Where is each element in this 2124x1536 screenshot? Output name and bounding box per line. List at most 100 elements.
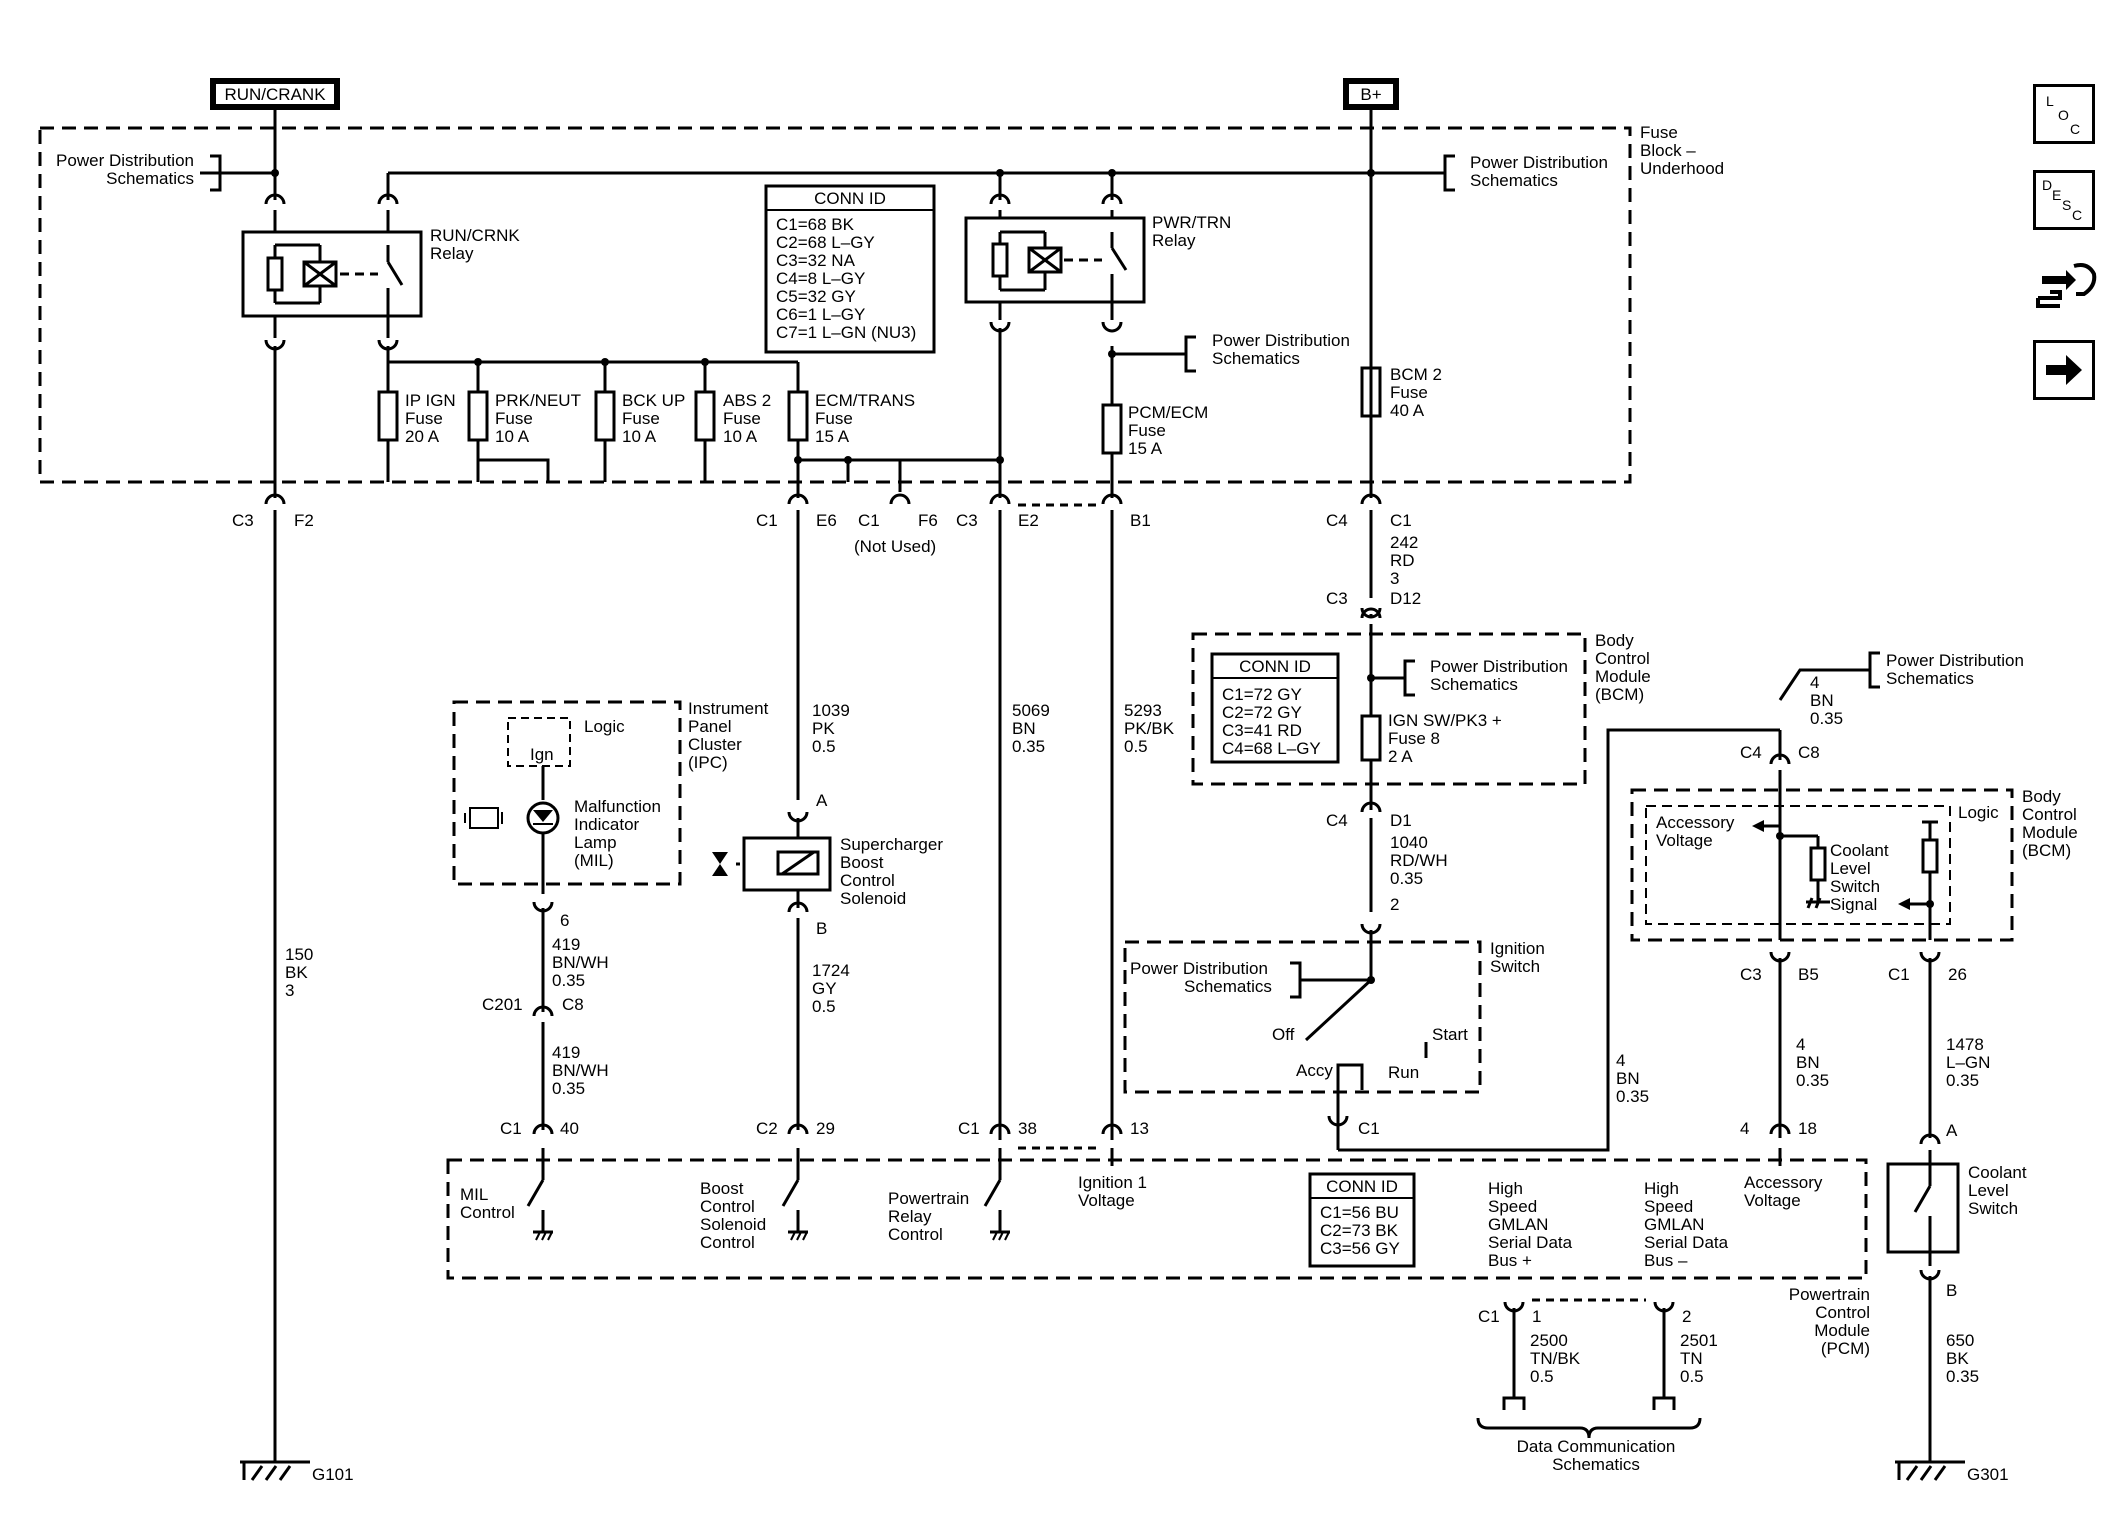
wire-2500: 2500 TN/BK 0.5 <box>1530 1331 1581 1386</box>
svg-text:150: 150 <box>285 945 313 964</box>
svg-text:C1=72 GY: C1=72 GY <box>1222 685 1302 704</box>
svg-text:419: 419 <box>552 935 580 954</box>
svg-text:0.35: 0.35 <box>1810 709 1843 728</box>
pcm-relay-control: Powertrain Relay Control <box>888 1189 969 1244</box>
ground-g301-label: G301 <box>1967 1465 2009 1484</box>
svg-text:0.35: 0.35 <box>552 971 585 990</box>
svg-text:Lamp: Lamp <box>574 833 617 852</box>
pwr-trn-relay-label: PWR/TRN Relay <box>1152 213 1231 250</box>
svg-text:Module: Module <box>1595 667 1651 686</box>
next-arrow-icon[interactable] <box>2033 340 2095 400</box>
svg-text:650: 650 <box>1946 1331 1974 1350</box>
bcm-right-outline <box>1630 788 2014 942</box>
fuse-ip-ign: IP IGN Fuse 20 A <box>405 391 456 446</box>
svg-text:Fuse: Fuse <box>815 409 853 428</box>
svg-text:BK: BK <box>1946 1349 1969 1368</box>
svg-text:C2: C2 <box>756 1119 778 1138</box>
ign-pin-2: 2 <box>1390 895 1399 914</box>
svg-text:Control: Control <box>700 1233 755 1252</box>
fuse-bck-up: BCK UP Fuse 10 A <box>622 391 685 446</box>
pcm-gmlan-plus: High Speed GMLAN Serial Data Bus + <box>1488 1179 1573 1270</box>
svg-text:40: 40 <box>560 1119 579 1138</box>
run-crank-relay-label: RUN/CRNK Relay <box>430 226 520 263</box>
svg-text:C1: C1 <box>1390 511 1412 530</box>
svg-text:PRK/NEUT: PRK/NEUT <box>495 391 581 410</box>
pcm-title: Powertrain Control Module (PCM) <box>1789 1285 1870 1358</box>
svg-text:Schematics: Schematics <box>1212 349 1300 368</box>
svg-text:Accessory: Accessory <box>1656 813 1735 832</box>
loc-nav-icon[interactable]: L O C <box>2033 84 2095 144</box>
pcm-gmlan-minus: High Speed GMLAN Serial Data Bus – <box>1644 1179 1729 1270</box>
ipc-pin-6: 6 <box>560 911 569 930</box>
svg-text:RUN/CRANK: RUN/CRANK <box>224 85 326 104</box>
svg-text:419: 419 <box>552 1043 580 1062</box>
svg-text:Fuse: Fuse <box>1640 123 1678 142</box>
svg-text:C201: C201 <box>482 995 523 1014</box>
coolant-switch-label: Coolant Level Switch <box>1968 1163 2027 1218</box>
svg-text:Bus +: Bus + <box>1488 1251 1532 1270</box>
svg-text:5069: 5069 <box>1012 701 1050 720</box>
fuse-pcm-ecm: PCM/ECM Fuse 15 A <box>1128 403 1208 458</box>
ignition-accy: Accy <box>1296 1061 1333 1080</box>
svg-text:5293: 5293 <box>1124 701 1162 720</box>
svg-text:C2=72 GY: C2=72 GY <box>1222 703 1302 722</box>
svg-text:C1=56 BU: C1=56 BU <box>1320 1203 1399 1222</box>
svg-text:15 A: 15 A <box>1128 439 1163 458</box>
svg-text:Ignition 1: Ignition 1 <box>1078 1173 1147 1192</box>
run-crank-relay <box>241 193 423 351</box>
svg-text:Panel: Panel <box>688 717 731 736</box>
svg-text:C4: C4 <box>1740 743 1762 762</box>
wire-150: 150 BK 3 <box>285 945 313 1000</box>
svg-text:RD/WH: RD/WH <box>1390 851 1448 870</box>
svg-text:Voltage: Voltage <box>1656 831 1713 850</box>
svg-text:Control: Control <box>1595 649 1650 668</box>
svg-text:C6=1 L–GY: C6=1 L–GY <box>776 305 865 324</box>
svg-text:3: 3 <box>1390 569 1399 588</box>
svg-text:C3=32 NA: C3=32 NA <box>776 251 856 270</box>
fuse-block-conn-id: CONN ID C1=68 BK C2=68 L–GY C3=32 NA C4=… <box>764 184 936 354</box>
svg-text:0.5: 0.5 <box>1530 1367 1554 1386</box>
svg-text:(BCM): (BCM) <box>2022 841 2071 860</box>
svg-text:Speed: Speed <box>1488 1197 1537 1216</box>
svg-text:Bus –: Bus – <box>1644 1251 1688 1270</box>
svg-text:38: 38 <box>1018 1119 1037 1138</box>
bcm-right-logic: Logic <box>1958 803 1999 822</box>
svg-text:Instrument: Instrument <box>688 699 769 718</box>
fuse-bcm-2: BCM 2 Fuse 40 A <box>1390 365 1442 420</box>
svg-text:Module: Module <box>1814 1321 1870 1340</box>
svg-text:Coolant: Coolant <box>1968 1163 2027 1182</box>
svg-text:0.5: 0.5 <box>812 997 836 1016</box>
svg-text:Cluster: Cluster <box>688 735 742 754</box>
svg-text:20 A: 20 A <box>405 427 440 446</box>
svg-text:C3=41 RD: C3=41 RD <box>1222 721 1302 740</box>
svg-text:Fuse: Fuse <box>495 409 533 428</box>
svg-text:E6: E6 <box>816 511 837 530</box>
svg-text:Schematics: Schematics <box>1470 171 1558 190</box>
svg-text:2500: 2500 <box>1530 1331 1568 1350</box>
svg-text:Level: Level <box>1968 1181 2009 1200</box>
svg-text:GMLAN: GMLAN <box>1644 1215 1704 1234</box>
desc-nav-icon[interactable]: D E S C <box>2033 170 2095 230</box>
svg-text:Voltage: Voltage <box>1744 1191 1801 1210</box>
fuse-block-title: Fuse Block – Underhood <box>1640 123 1724 178</box>
svg-text:Block –: Block – <box>1640 141 1696 160</box>
svg-text:BK: BK <box>285 963 308 982</box>
connector-swap-icon[interactable] <box>2030 250 2100 320</box>
pcm-accessory: Accessory Voltage <box>1744 1173 1823 1210</box>
svg-text:Signal: Signal <box>1830 895 1877 914</box>
desc-letter-d: D <box>2042 177 2053 193</box>
svg-text:4: 4 <box>1810 673 1819 692</box>
svg-text:BN: BN <box>1810 691 1834 710</box>
svg-text:ABS 2: ABS 2 <box>723 391 771 410</box>
wire-4-bn-acc: 4 BN 0.35 <box>1796 1035 1829 1090</box>
svg-text:C1: C1 <box>1888 965 1910 984</box>
fuse-prk-neut: PRK/NEUT Fuse 10 A <box>495 391 581 446</box>
wire-1724: 1724 GY 0.5 <box>812 961 850 1016</box>
svg-text:Relay: Relay <box>888 1207 932 1226</box>
svg-text:(BCM): (BCM) <box>1595 685 1644 704</box>
svg-text:C7=1 L–GN (NU3): C7=1 L–GN (NU3) <box>776 323 916 342</box>
svg-text:0.35: 0.35 <box>1946 1367 1979 1386</box>
svg-text:D12: D12 <box>1390 589 1421 608</box>
desc-letter-c: C <box>2072 207 2083 223</box>
